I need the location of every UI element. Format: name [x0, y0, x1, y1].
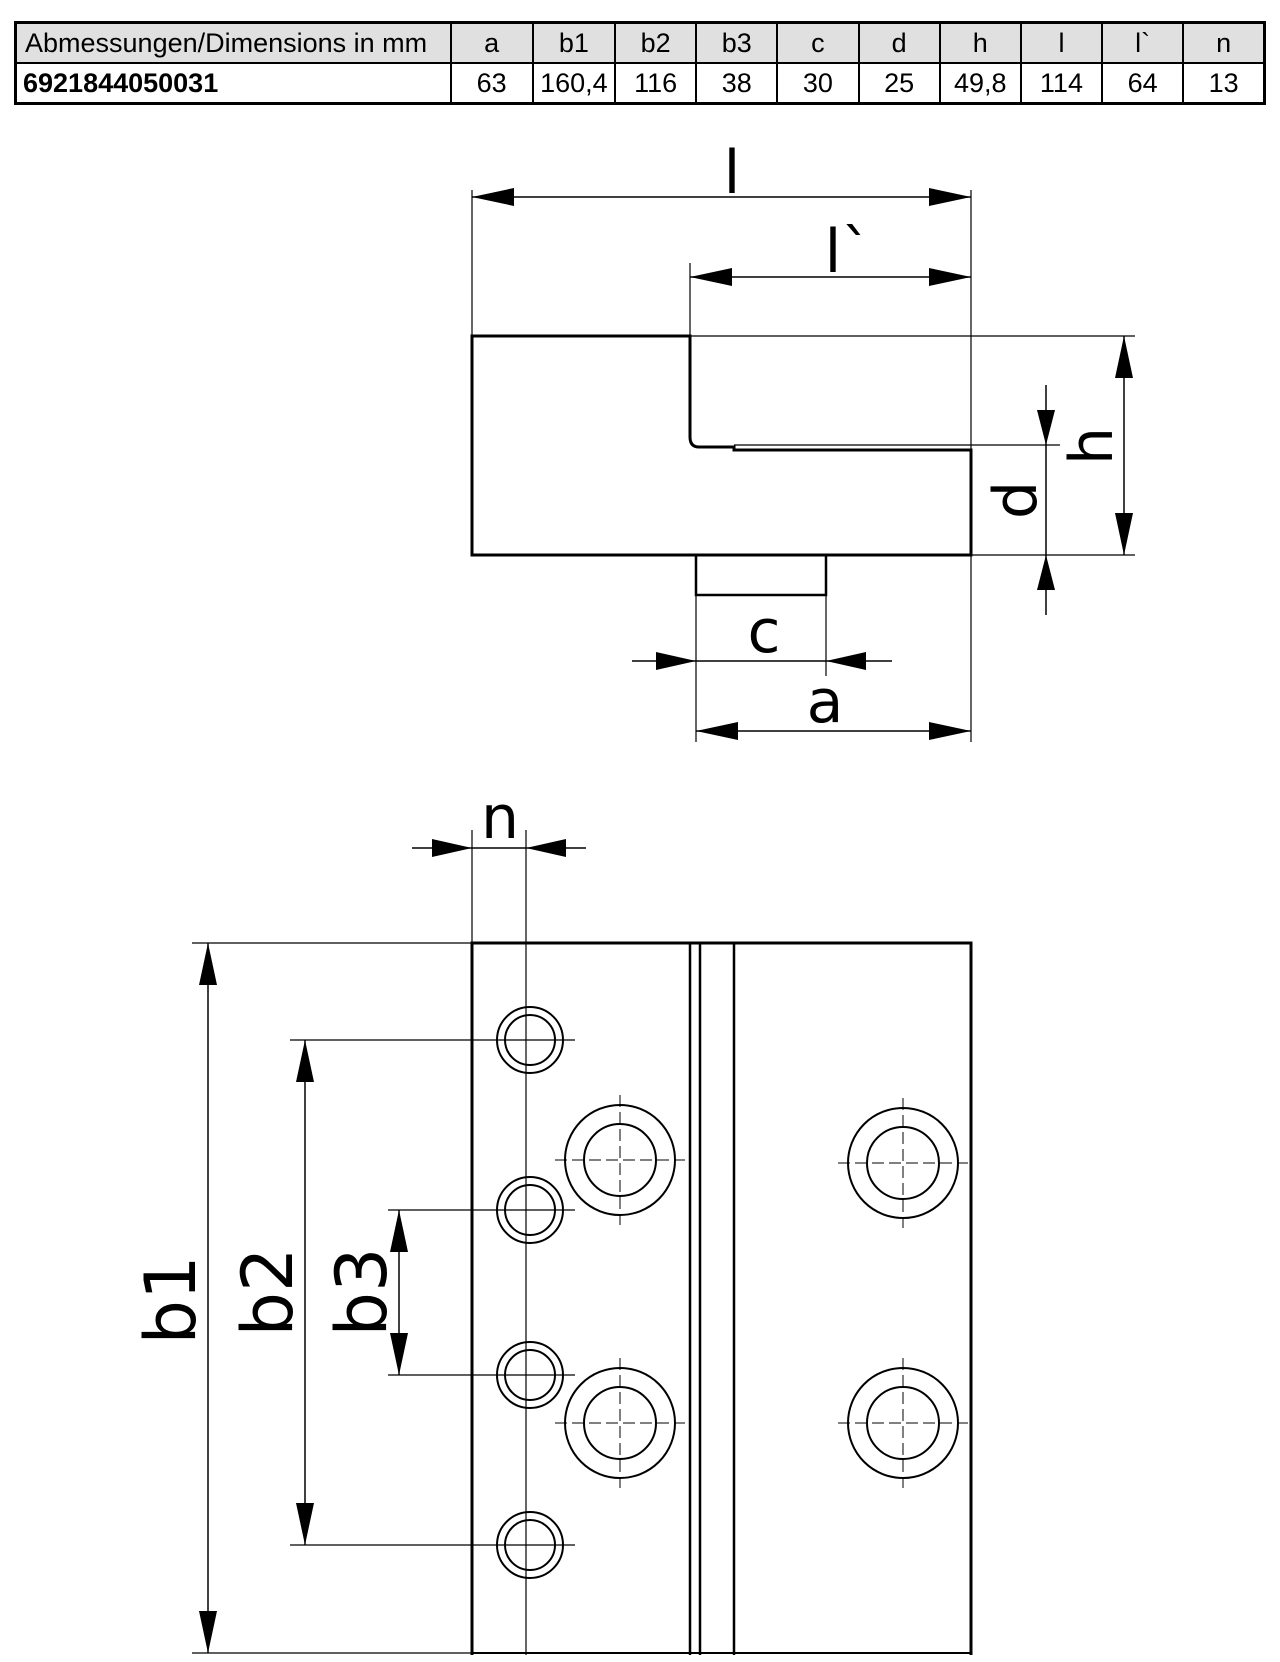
label-d: d: [981, 481, 1051, 519]
column-header-b3: b3: [695, 21, 779, 64]
part-number: 6921844050031: [14, 62, 452, 105]
column-header-b2: b2: [613, 21, 698, 64]
value-l-prime: 64: [1101, 62, 1185, 105]
value-n: 13: [1182, 62, 1266, 105]
column-header-l-prime: l`: [1101, 21, 1185, 64]
column-header-c: c: [776, 21, 860, 64]
label-h: h: [1057, 427, 1127, 465]
value-h: 49,8: [938, 62, 1022, 105]
value-b1: 160,4: [531, 62, 617, 105]
column-header-d: d: [857, 21, 941, 64]
label-n: n: [481, 783, 519, 853]
value-b3: 38: [695, 62, 779, 105]
column-header-l: l: [1019, 21, 1104, 64]
value-c: 30: [776, 62, 860, 105]
label-b3: b3: [321, 1248, 403, 1337]
label-b1: b1: [130, 1256, 212, 1345]
large-hole-left-bottom: [555, 1358, 685, 1488]
column-header-a: a: [449, 21, 534, 64]
label-l-prime: l`: [825, 217, 872, 287]
table-header-row: Abmessungen/Dimensions in mm a b1 b2 b3 …: [14, 21, 1266, 64]
value-a: 63: [449, 62, 534, 105]
large-hole-right-top: [838, 1098, 968, 1228]
large-hole-left-top: [555, 1095, 685, 1225]
bottom-key: [694, 553, 828, 597]
value-d: 25: [857, 62, 941, 105]
value-b2: 116: [613, 62, 698, 105]
side-view: l l` h d c a: [470, 138, 1135, 742]
header-label: Abmessungen/Dimensions in mm: [14, 21, 452, 64]
large-hole-right-bottom: [838, 1358, 968, 1488]
top-view: n b1 b2 b3: [130, 783, 973, 1655]
column-header-n: n: [1182, 21, 1266, 64]
column-header-b1: b1: [531, 21, 617, 64]
value-l: 114: [1019, 62, 1104, 105]
label-l: l: [724, 138, 741, 208]
table-row: 6921844050031 63 160,4 116 38 30 25 49,8…: [14, 62, 1266, 105]
jaw-top-outline: [470, 941, 973, 1655]
label-a: a: [807, 667, 844, 737]
label-b2: b2: [227, 1248, 309, 1337]
dimensions-table: Abmessungen/Dimensions in mm a b1 b2 b3 …: [14, 21, 1266, 105]
label-c: c: [748, 597, 781, 667]
column-header-h: h: [938, 21, 1022, 64]
